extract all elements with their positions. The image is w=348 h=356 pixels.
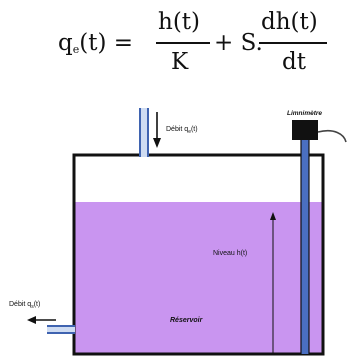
inlet-pipe [139, 108, 149, 157]
fraction1-bar [156, 42, 210, 44]
fraction2-bar [259, 42, 327, 44]
sensor-rod [301, 140, 309, 354]
liquid [74, 202, 323, 354]
sensor-label: Limnimètre [287, 110, 322, 117]
outlet-pipe [47, 325, 75, 334]
outlet-pipe-body [47, 326, 75, 333]
equation-lhs-symbol: q [58, 30, 73, 56]
equation-lhs: qe(t) = [58, 30, 134, 56]
level-sensor [292, 120, 347, 354]
tank-outline [72, 153, 325, 356]
outflow-label: Débit qs(t) [9, 301, 40, 310]
inlet-pipe-body [140, 108, 148, 157]
tank-diagram: Débit qe(t) Débit qs(t) Limnimètre Nivea… [9, 108, 347, 356]
level-label: Niveau h(t) [213, 250, 247, 257]
equation-lhs-subscript: e [72, 43, 80, 56]
fraction1-numerator: h(t) [158, 9, 201, 35]
equation-lhs-argument: (t) = [79, 30, 134, 56]
sensor-head [292, 120, 318, 140]
fraction2-numerator: dh(t) [261, 9, 318, 35]
sensor-cable [317, 129, 347, 143]
inflow-arrow [153, 112, 161, 148]
level-arrow [270, 212, 276, 354]
fraction2-denominator: dt [282, 49, 306, 75]
inflow-label: Débit qe(t) [166, 126, 198, 135]
tank-label: Réservoir [170, 317, 204, 324]
equation: qe(t) = h(t) K + S. dh(t) dt [0, 0, 348, 84]
fraction1-denominator: K [171, 49, 189, 75]
equation-plus-s: + S. [214, 30, 263, 56]
outflow-arrow [27, 316, 56, 324]
